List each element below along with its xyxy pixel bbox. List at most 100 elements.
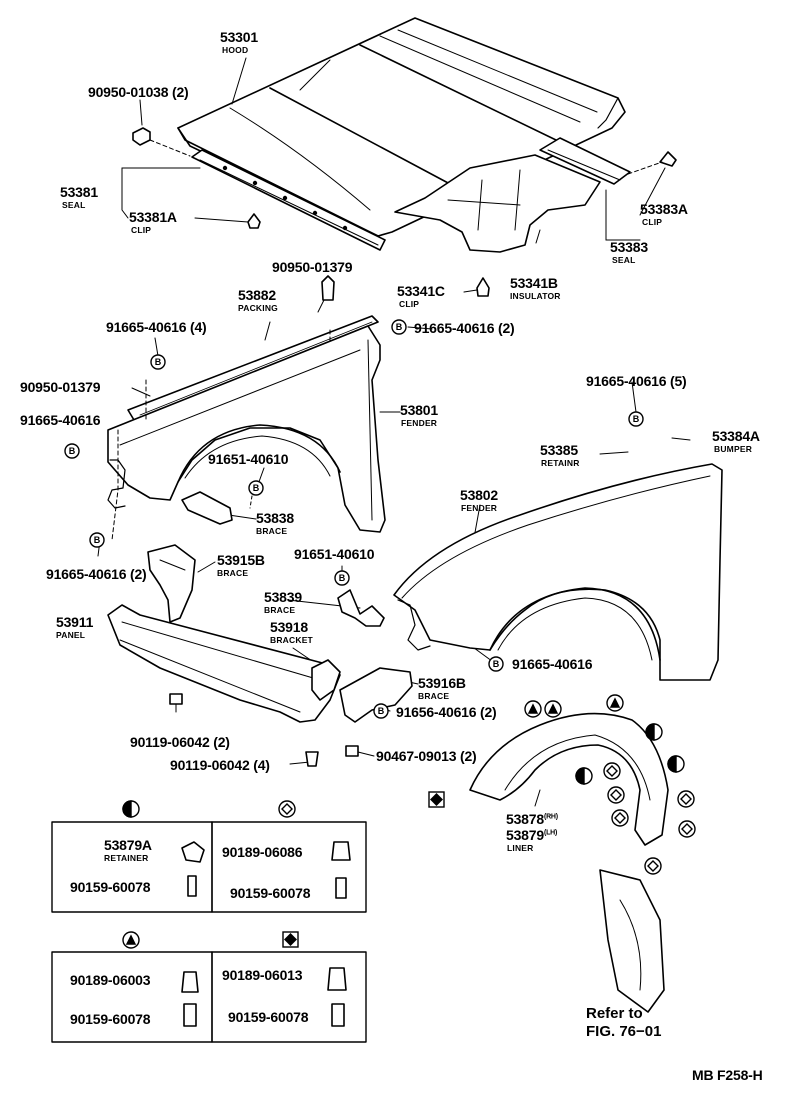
- cushion-part-number: 90950-01379: [272, 259, 353, 275]
- fender-rh-shape: [107, 325, 386, 541]
- legend3-clip-number: 90189-06003: [70, 972, 151, 988]
- fender-liner-shape: [469, 712, 669, 1013]
- symbol-markers: B B B B B B B B B: [64, 319, 696, 949]
- bumper-part-number: 53384A: [712, 428, 760, 444]
- brace-53916b-shape: [339, 667, 413, 723]
- brace-53915b-part-name: BRACE: [217, 568, 249, 578]
- fender-lh-shape: [393, 463, 723, 681]
- retainer-part-number: 53385: [540, 442, 578, 458]
- brace-53916b-part-name: BRACE: [418, 691, 450, 701]
- legend1-screw-number: 90159-60078: [70, 879, 151, 895]
- fender-lh-part-number: 53802: [460, 487, 498, 503]
- reference-line-2: FIG. 76−01: [586, 1023, 662, 1040]
- rear-seal-part-name: SEAL: [612, 255, 636, 265]
- legend4-clip-number: 90189-06013: [222, 967, 303, 983]
- brace-53838-part-name: BRACE: [256, 526, 288, 536]
- front-seal-part-name: SEAL: [62, 200, 86, 210]
- legend4-screw-number: 90159-60078: [228, 1009, 309, 1025]
- insulator-part-number: 53341B: [510, 275, 558, 291]
- hood-insulator: [394, 154, 601, 253]
- triangle-markers: [122, 694, 624, 949]
- rear-seal-part-number: 53383: [610, 239, 648, 255]
- screw-shapes: [169, 693, 359, 767]
- b-circle-markers: [64, 319, 644, 719]
- bolt-brace2-part-number: 91651-40610: [294, 546, 375, 562]
- hood-fasteners: [132, 127, 677, 301]
- svg-text:B: B: [253, 483, 260, 493]
- square-markers: [282, 791, 445, 948]
- brace-53839-part-number: 53839: [264, 589, 302, 605]
- brace-53838-shape: [181, 491, 253, 525]
- bracket-part-name: BRACKET: [270, 635, 313, 645]
- legend1-retainer-number: 53879A: [104, 837, 152, 853]
- svg-text:B: B: [633, 414, 640, 424]
- brace-53839-shape: [337, 589, 385, 627]
- front-seal-part-number: 53381: [60, 184, 98, 200]
- brace-53838-part-number: 53838: [256, 510, 294, 526]
- svg-text:B: B: [396, 322, 403, 332]
- liner-rh-side: (RH): [543, 813, 558, 821]
- hood-part-number: 53301: [220, 29, 258, 45]
- svg-text:B: B: [378, 706, 385, 716]
- svg-text:B: B: [69, 446, 76, 456]
- legend3-screw-number: 90159-60078: [70, 1011, 151, 1027]
- brace-53915b-part-number: 53915B: [217, 552, 265, 568]
- liner-lh-part-number: 53879: [506, 827, 544, 843]
- bracket-part-number: 53918: [270, 619, 308, 635]
- fender-lh-part-name: FENDER: [461, 503, 498, 513]
- figure-code: MB F258-H: [692, 1067, 763, 1083]
- svg-text:B: B: [94, 535, 101, 545]
- half-circle-markers: [122, 723, 685, 818]
- packing-part-number: 53882: [238, 287, 276, 303]
- liner-lh-line: 53879(LH): [506, 828, 557, 842]
- rear-seal-strip: [539, 137, 631, 185]
- legend2-clip-number: 90189-06086: [222, 844, 303, 860]
- svg-text:B: B: [339, 573, 346, 583]
- legend1-retainer-name: RETAINER: [104, 853, 149, 863]
- insulator-part-name: INSULATOR: [510, 291, 561, 301]
- packing-part-name: PACKING: [238, 303, 278, 313]
- svg-text:B: B: [493, 659, 500, 669]
- brace-53916b-part-number: 53916B: [418, 675, 466, 691]
- panel-part-number: 53911: [56, 614, 94, 630]
- screw-90467-part-number: 90467-09013 (2): [376, 748, 477, 764]
- front-panel-shape: [107, 604, 341, 723]
- bolt-left-part-number: 91665-40616: [20, 412, 101, 428]
- rear-clip-part-name: CLIP: [642, 217, 663, 227]
- legend-part-icons: [181, 841, 351, 1027]
- bumper-part-name: BUMPER: [714, 444, 753, 454]
- front-clip-part-name: CLIP: [131, 225, 152, 235]
- liner-lh-side: (LH): [543, 829, 558, 837]
- fender-rh-part-number: 53801: [400, 402, 438, 418]
- fender-rh-part-name: FENDER: [401, 418, 438, 428]
- svg-text:B: B: [155, 357, 162, 367]
- bolt-5-part-number: 91665-40616 (5): [586, 373, 687, 389]
- reference-line-1: Refer to: [586, 1005, 643, 1022]
- bolt-91656-part-number: 91656-40616 (2): [396, 704, 497, 720]
- screw-4-part-number: 90119-06042 (4): [170, 757, 270, 773]
- bolt-2-left-part-number: 91665-40616 (2): [46, 566, 147, 582]
- bolt-4-part-number: 91665-40616 (4): [106, 319, 207, 335]
- insulator-clip-part-number: 53341C: [397, 283, 445, 299]
- rear-clip-part-number: 53383A: [640, 201, 688, 217]
- liner-part-name: LINER: [507, 843, 534, 853]
- screw-2-part-number: 90119-06042 (2): [130, 734, 230, 750]
- hood-part-name: HOOD: [222, 45, 249, 55]
- liner-rh-line: 53878(RH): [506, 812, 558, 826]
- retainer-part-name: RETAINR: [541, 458, 580, 468]
- bolt-fender-lh-part-number: 91665-40616: [512, 656, 593, 672]
- front-clip-part-number: 53381A: [129, 209, 177, 225]
- hood-panel: [177, 17, 626, 237]
- bolt-brace-part-number: 91651-40610: [208, 451, 289, 467]
- liner-rh-part-number: 53878: [506, 811, 544, 827]
- legend2-screw-number: 90159-60078: [230, 885, 311, 901]
- bolt-2-top-part-number: 91665-40616 (2): [414, 320, 515, 336]
- brace-53839-part-name: BRACE: [264, 605, 296, 615]
- brace-53915b-shape: [147, 544, 196, 623]
- hood-bolt-part-number: 90950-01038 (2): [88, 84, 189, 100]
- panel-part-name: PANEL: [56, 630, 86, 640]
- legend-boxes: [51, 821, 367, 1043]
- cushion-left-part-number: 90950-01379: [20, 379, 101, 395]
